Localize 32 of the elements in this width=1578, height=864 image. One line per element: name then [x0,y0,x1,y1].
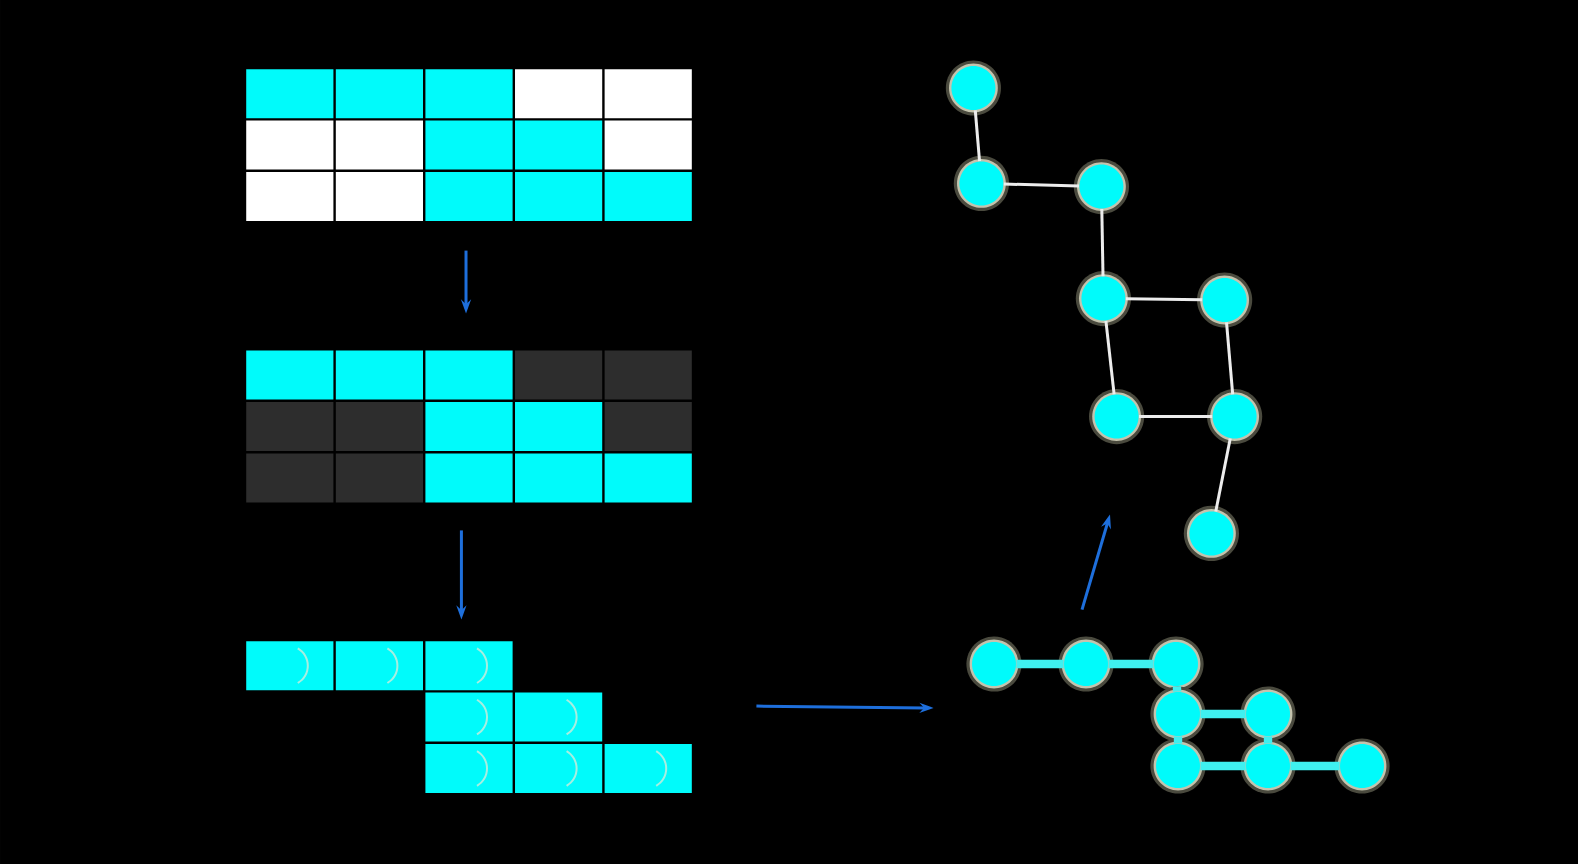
graph-node [1240,686,1296,742]
graph-node [1150,738,1206,794]
graph-node [1150,686,1206,742]
graph-node [945,60,1001,116]
graph-node [1089,389,1145,445]
connector-line [1003,182,1080,188]
connector-line [1139,415,1213,419]
connector-line [1125,297,1203,302]
connector-line [1290,761,1340,771]
connector-line [1016,659,1064,669]
connector-line [1214,438,1232,512]
graph-node [966,636,1022,692]
connector-line [1104,320,1116,395]
connector-line [1225,322,1235,395]
graph-node [1207,389,1263,445]
graph-node [1197,272,1253,328]
connector-line [973,110,982,162]
connector-line [1200,709,1246,719]
graph-node [1183,505,1239,561]
connector-line [1263,736,1273,744]
graph-node [953,155,1009,211]
graph-node [1073,159,1129,215]
connector-line [1108,659,1154,669]
graph-node [1240,738,1296,794]
graph-node [1058,636,1114,692]
connector-line [1172,686,1182,692]
connector-line [1200,761,1246,771]
connector-line [1100,209,1105,277]
graph-node [1334,738,1390,794]
graph-node [1075,271,1131,327]
connector-line [1173,736,1183,744]
graph-node [1148,636,1204,692]
